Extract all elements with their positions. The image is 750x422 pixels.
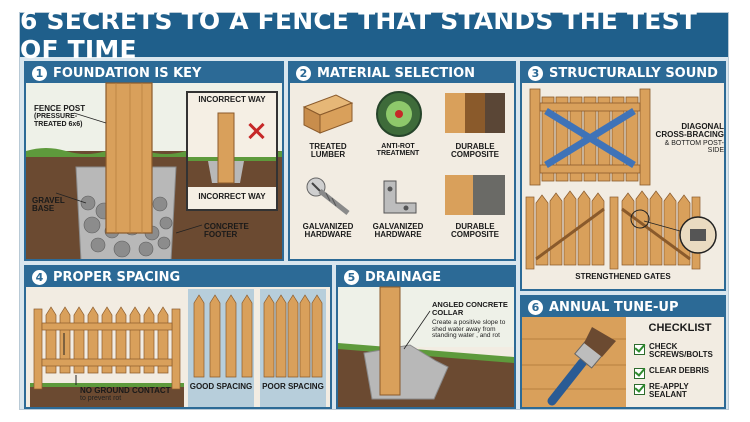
anti-rot-shield-icon — [376, 91, 422, 137]
step-number-badge: 1 — [32, 65, 47, 81]
checklist-item-3: RE-APPLY SEALANT — [634, 382, 719, 400]
page-title: 6 SECRETS TO A FENCE THAT STANDS THE TES… — [20, 6, 728, 64]
collar-label: ANGLED CONCRETE COLLAR Create a positive… — [432, 300, 508, 340]
bracket-icon — [383, 180, 417, 214]
drainage-illustration — [338, 286, 514, 407]
step-number-badge: 2 — [296, 65, 311, 81]
panel-3-header: 3 STRUCTURALLY SOUND — [522, 63, 724, 83]
composite-board-icon — [445, 175, 505, 215]
paintbrush-icon — [522, 317, 626, 407]
panel-5-header: 5 DRAINAGE — [338, 267, 514, 287]
panel-foundation: 1 FOUNDATION IS KEY FENCE POST — [24, 61, 284, 261]
panel-1-heading: FOUNDATION IS KEY — [53, 65, 202, 81]
good-spacing-label: GOOD SPACING — [189, 382, 253, 391]
material-label-1: TREATED LUMBER — [309, 142, 347, 160]
incorrect-way-top-label: INCORRECT WAY — [198, 95, 266, 104]
step-number-badge: 4 — [32, 269, 47, 285]
incorrect-way-bottom-label: INCORRECT WAY — [198, 192, 266, 201]
step-number-badge: 3 — [528, 65, 543, 81]
checkbox-checked-icon — [634, 368, 645, 379]
screw-icon — [306, 177, 350, 215]
material-label-2: ANTI-ROT TREATMENT — [376, 143, 420, 158]
step-number-badge: 6 — [528, 299, 543, 315]
panel-3-heading: STRUCTURALLY SOUND — [549, 65, 718, 81]
panel-4-header: 4 PROPER SPACING — [26, 267, 330, 287]
incorrect-way-inset: INCORRECT WAY INCORRECT WAY — [186, 91, 278, 211]
panel-4-heading: PROPER SPACING — [53, 269, 181, 285]
material-label-6: DURABLE COMPOSITE — [450, 222, 499, 240]
panel-proper-spacing: 4 PROPER SPACING NO GROUND CONTACT to pr… — [24, 265, 332, 409]
panel-annual-tune-up: 6 ANNUAL TUNE-UP CHECKLIST CHECK SCREWS/… — [520, 295, 726, 409]
treated-lumber-icon — [302, 94, 354, 134]
panel-6-heading: ANNUAL TUNE-UP — [549, 299, 679, 315]
concrete-footer-label: CONCRETE FOOTER — [204, 222, 249, 240]
bracing-label: DIAGONAL CROSS-BRACING & BOTTOM POST-SID… — [655, 122, 724, 155]
cross-braced-gate-illustration — [529, 88, 651, 186]
infographic-frame: 6 SECRETS TO A FENCE THAT STANDS THE TES… — [19, 6, 729, 410]
panel-material-selection: 2 MATERIAL SELECTION TREATED LUMBER ANTI… — [288, 61, 516, 261]
checklist-title: CHECKLIST — [648, 322, 712, 334]
x-mark-icon — [248, 122, 265, 140]
material-label-4: GALVANIZED HARDWARE — [302, 222, 354, 240]
checklist-item-2: CLEAR DEBRIS — [634, 366, 719, 379]
panel-2-heading: MATERIAL SELECTION — [317, 65, 476, 81]
panel-1-header: 1 FOUNDATION IS KEY — [26, 63, 282, 83]
strengthened-gates-illustration — [525, 190, 717, 270]
spaced-fence-illustration — [30, 306, 184, 407]
poor-spacing-label: POOR SPACING — [262, 382, 324, 391]
material-label-3: DURABLE COMPOSITE — [450, 142, 499, 160]
panel-5-heading: DRAINAGE — [365, 269, 442, 285]
fence-post-label: FENCE POST (PRESSURE-TREATED 6x6) — [34, 104, 86, 128]
composite-swatch-icon — [445, 93, 505, 133]
panel-6-header: 6 ANNUAL TUNE-UP — [522, 297, 724, 317]
gravel-base-label: GRAVEL BASE — [32, 196, 65, 214]
poor-spacing-pickets — [263, 294, 323, 378]
panel-drainage: 5 DRAINAGE ANGLED CONCRETE COLLAR Create… — [336, 265, 516, 409]
incorrect-post-illustration — [188, 112, 276, 187]
panel-2-header: 2 MATERIAL SELECTION — [290, 63, 514, 83]
poor-spacing-box: POOR SPACING — [260, 289, 326, 407]
no-ground-contact-label: NO GROUND CONTACT to prevent rot — [80, 386, 171, 403]
material-label-5: GALVANIZED HARDWARE — [372, 222, 424, 240]
checkbox-checked-icon — [634, 344, 645, 355]
strengthened-gates-label: STRENGTHENED GATES — [575, 272, 671, 281]
good-spacing-pickets — [193, 294, 253, 378]
panel-structurally-sound: 3 STRUCTURALLY SOUND DIAGONAL CROSS-BRAC… — [520, 61, 726, 291]
checklist-item-1: CHECK SCREWS/BOLTS — [634, 342, 719, 360]
checkbox-checked-icon — [634, 384, 645, 395]
good-spacing-box: GOOD SPACING — [188, 289, 254, 407]
step-number-badge: 5 — [344, 269, 359, 285]
